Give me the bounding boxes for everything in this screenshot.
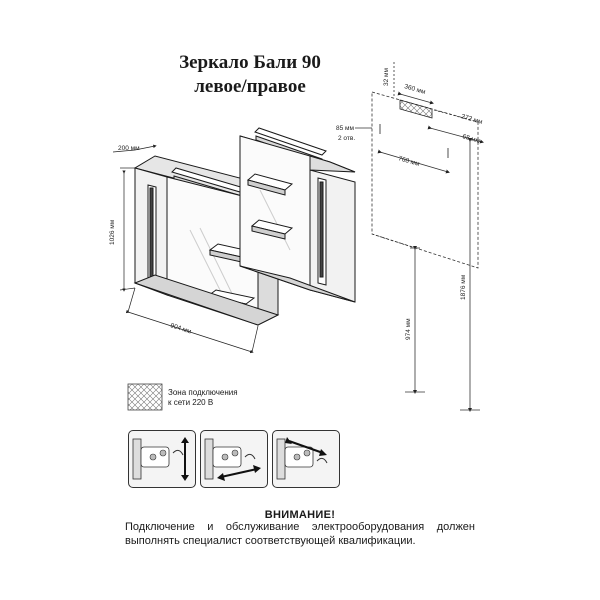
dim-floor-bottom: 974 мм xyxy=(405,318,412,340)
legend-line2: к сети 220 В xyxy=(168,398,214,407)
dim-right-small: 68 мм xyxy=(461,133,481,145)
dim-width: 904 мм xyxy=(169,322,192,335)
hinge-panel-vertical xyxy=(128,430,196,488)
dim-hole-distance: 768 мм xyxy=(397,155,420,168)
dim-depth: 200 мм xyxy=(118,145,140,152)
hinge-panel-depth xyxy=(200,430,268,488)
hinge-horizontal-icon xyxy=(276,437,328,480)
warning-text: Подключение и обслуживание электрооборуд… xyxy=(125,521,475,547)
legend-line1: Зона подключения xyxy=(168,388,238,397)
dim-holes: 2 отв. xyxy=(338,135,355,142)
dim-height: 1026 мм xyxy=(109,219,116,245)
dim-zone-height: 32 мм xyxy=(383,67,390,86)
right-cabinet xyxy=(239,127,356,303)
wall-scheme xyxy=(355,62,484,412)
dim-zone-width: 360 мм xyxy=(403,83,426,96)
dim-mount-offset: 85 мм xyxy=(336,125,355,132)
title-line1: Зеркало Бали 90 xyxy=(179,52,321,73)
dim-floor-top: 1876 мм xyxy=(460,274,467,300)
hinge-depth-icon xyxy=(204,438,261,481)
hinge-vertical-icon xyxy=(132,437,189,481)
title-line2: левое/правое xyxy=(194,76,306,97)
warning-title: ВНИМАНИЕ! xyxy=(264,509,336,521)
hinge-panel-horizontal xyxy=(272,430,340,488)
legend-swatch xyxy=(127,383,163,411)
dim-lines-left xyxy=(112,144,259,354)
dim-right-offset: 272 мм xyxy=(460,113,483,126)
legend-label: Зона подключения к сети 220 В xyxy=(168,388,238,408)
